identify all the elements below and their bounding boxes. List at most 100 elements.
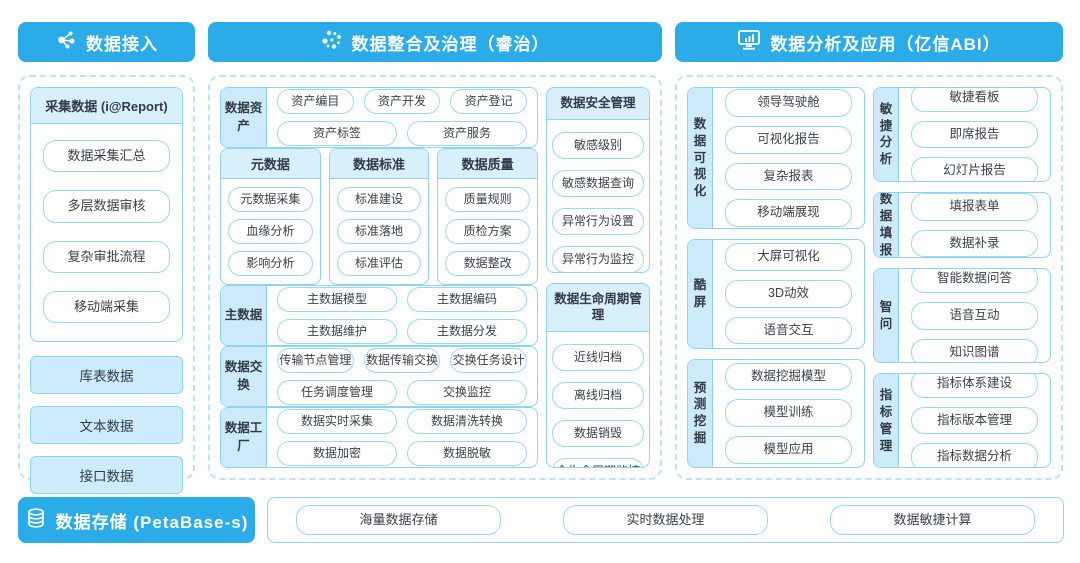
module-chip: 资产登记	[450, 89, 528, 114]
module-chip: 复杂报表	[725, 162, 852, 191]
module-chip: 多层数据审核	[43, 190, 170, 223]
module-chip: 指标体系建设	[911, 374, 1038, 398]
module-chip: 数据实时采集	[277, 409, 397, 434]
data-visualization-label: 数据可视化	[688, 88, 713, 229]
module-chip: 语音交互	[725, 316, 852, 345]
module-chip: 交换任务设计	[450, 348, 528, 373]
storage-capabilities: 海量数据存储实时数据处理数据敏捷计算	[267, 497, 1064, 543]
main-columns: 数据接入 采集数据 (i@Report) 数据采集汇总多层数据审核复杂审批流程移…	[18, 22, 1063, 494]
module-chip: 资产编目	[277, 89, 354, 114]
analysis-right-subcolumn: 敏捷分析 敏捷看板即席报告幻灯片报告 数据填报 填报表单数据补录 智问 智能数据…	[873, 87, 1051, 469]
module-chip: 传输节点管理	[277, 348, 354, 373]
smart-qa-group: 智问 智能数据问答语音互动知识图谱	[873, 268, 1051, 364]
data-reporting-items: 填报表单数据补录	[899, 193, 1050, 258]
data-source-list: 库表数据文本数据接口数据	[30, 356, 183, 494]
data-lifecycle-title: 数据生命周期管理	[547, 283, 649, 333]
storage-chip: 实时数据处理	[563, 504, 768, 536]
module-chip: 质量规则	[445, 187, 531, 212]
metadata-panel-title: 元数据	[221, 149, 320, 179]
module-chip: 数据整改	[445, 251, 531, 276]
module-chip: 主数据编码	[407, 287, 527, 312]
module-chip: 主数据分发	[407, 319, 527, 344]
module-chip: 领导驾驶舱	[725, 89, 852, 117]
data-analysis-header: 数据分析及应用（亿信ABI）	[675, 22, 1063, 62]
module-chip: 血缘分析	[228, 219, 313, 244]
module-chip: 敏捷看板	[911, 87, 1038, 112]
module-chip: 质检方案	[445, 219, 531, 244]
indicator-management-group: 指标管理 指标体系建设指标版本管理指标数据分析	[873, 373, 1051, 469]
data-security-title: 数据安全管理	[547, 88, 649, 120]
module-chip: 近线归档	[552, 344, 644, 372]
module-chip: 敏感数据查询	[552, 169, 644, 197]
data-reporting-label: 数据填报	[874, 193, 899, 258]
cool-screen-label: 酷屏	[688, 240, 713, 348]
module-chip: 主数据维护	[277, 319, 397, 344]
predictive-mining-items: 数据挖掘模型模型训练模型应用	[713, 360, 864, 467]
module-chip: 智能数据问答	[911, 269, 1038, 294]
module-chip: 填报表单	[911, 193, 1038, 221]
module-chip: 交换监控	[407, 380, 527, 405]
smart-qa-label: 智问	[874, 269, 899, 363]
data-asset-row2: 资产标签资产服务	[277, 121, 527, 146]
master-data-row1: 主数据模型主数据编码	[277, 287, 527, 312]
indicator-management-items: 指标体系建设指标版本管理指标数据分析	[899, 374, 1050, 468]
metadata-panel: 元数据 元数据采集血缘分析影响分析	[220, 148, 321, 285]
module-chip: 可视化报告	[725, 125, 852, 154]
module-chip: 复杂审批流程	[43, 240, 170, 273]
module-chip: 数据传输交换	[363, 348, 441, 373]
module-chip: 标准建设	[336, 187, 422, 212]
monitor-chart-icon	[737, 29, 761, 56]
module-chip: 异常行为监控	[552, 245, 644, 272]
data-visualization-group: 数据可视化 领导驾驶舱可视化报告复杂报表移动端展现	[687, 87, 865, 230]
module-chip: 3D动效	[725, 279, 852, 308]
data-asset-group: 数据资产 资产编目资产开发资产登记 资产标签资产服务	[220, 87, 538, 148]
module-chip: 异常行为设置	[552, 207, 644, 235]
module-chip: 任务调度管理	[277, 380, 397, 405]
module-chip: 移动端采集	[43, 290, 170, 323]
data-quality-panel-title: 数据质量	[438, 149, 538, 179]
collect-data-panel-title: 采集数据 (i@Report)	[31, 88, 182, 124]
metadata-panel-items: 元数据采集血缘分析影响分析	[221, 179, 320, 284]
governance-side-panels: 数据安全管理 敏感级别敏感数据查询异常行为设置异常行为监控 数据生命周期管理 近…	[546, 87, 650, 468]
data-storage-header: 数据存储 (PetaBase-s)	[18, 497, 255, 543]
module-chip: 标准落地	[336, 219, 422, 244]
data-exchange-row2: 任务调度管理交换监控	[277, 380, 527, 405]
data-visualization-items: 领导驾驶舱可视化报告复杂报表移动端展现	[713, 88, 864, 228]
data-factory-row2: 数据加密数据脱敏	[277, 441, 527, 466]
data-asset-row1: 资产编目资产开发资产登记	[277, 89, 528, 114]
module-chip: 模型应用	[725, 436, 852, 464]
collect-data-panel: 采集数据 (i@Report) 数据采集汇总多层数据审核复杂审批流程移动端采集	[30, 87, 183, 342]
column-data-access: 数据接入 采集数据 (i@Report) 数据采集汇总多层数据审核复杂审批流程移…	[18, 22, 195, 494]
storage-row: 数据存储 (PetaBase-s) 海量数据存储实时数据处理数据敏捷计算	[0, 497, 1080, 543]
data-reporting-group: 数据填报 填报表单数据补录	[873, 191, 1051, 259]
collect-data-panel-items: 数据采集汇总多层数据审核复杂审批流程移动端采集	[31, 124, 182, 341]
data-standard-panel-items: 标准建设标准落地标准评估	[330, 179, 429, 284]
module-chip: 数据补录	[911, 229, 1038, 258]
module-chip: 语音互动	[911, 302, 1038, 330]
agile-analysis-group: 敏捷分析 敏捷看板即席报告幻灯片报告	[873, 87, 1051, 182]
column-data-governance: 数据整合及治理（睿治） 数据资产 资产编目资产开发资产登记 资产标签资产服务	[208, 22, 662, 480]
data-quality-panel-items: 质量规则质检方案数据整改	[438, 179, 537, 284]
predictive-mining-group: 预测挖掘 数据挖掘模型模型训练模型应用	[687, 358, 865, 469]
data-analysis-title: 数据分析及应用（亿信ABI）	[770, 34, 1001, 54]
database-icon	[25, 507, 47, 534]
module-chip: 幻灯片报告	[911, 157, 1038, 181]
module-chip: 即席报告	[911, 120, 1038, 149]
data-governance-header: 数据整合及治理（睿治）	[208, 22, 662, 62]
module-chip: 敏感级别	[552, 131, 644, 159]
network-nodes-icon	[55, 29, 77, 56]
module-chip: 资产服务	[407, 121, 527, 146]
data-factory-label: 数据工厂	[221, 408, 267, 467]
module-chip: 模型训练	[725, 399, 852, 428]
module-chip: 数据清洗转换	[407, 409, 527, 434]
master-data-label: 主数据	[221, 286, 267, 345]
module-chip: 数据挖掘模型	[725, 362, 852, 391]
data-security-panel: 数据安全管理 敏感级别敏感数据查询异常行为设置异常行为监控	[546, 87, 650, 273]
data-standard-panel: 数据标准 标准建设标准落地标准评估	[328, 148, 430, 285]
data-asset-label: 数据资产	[221, 88, 267, 147]
data-source-box: 接口数据	[30, 456, 183, 494]
module-chip: 元数据采集	[228, 187, 313, 212]
